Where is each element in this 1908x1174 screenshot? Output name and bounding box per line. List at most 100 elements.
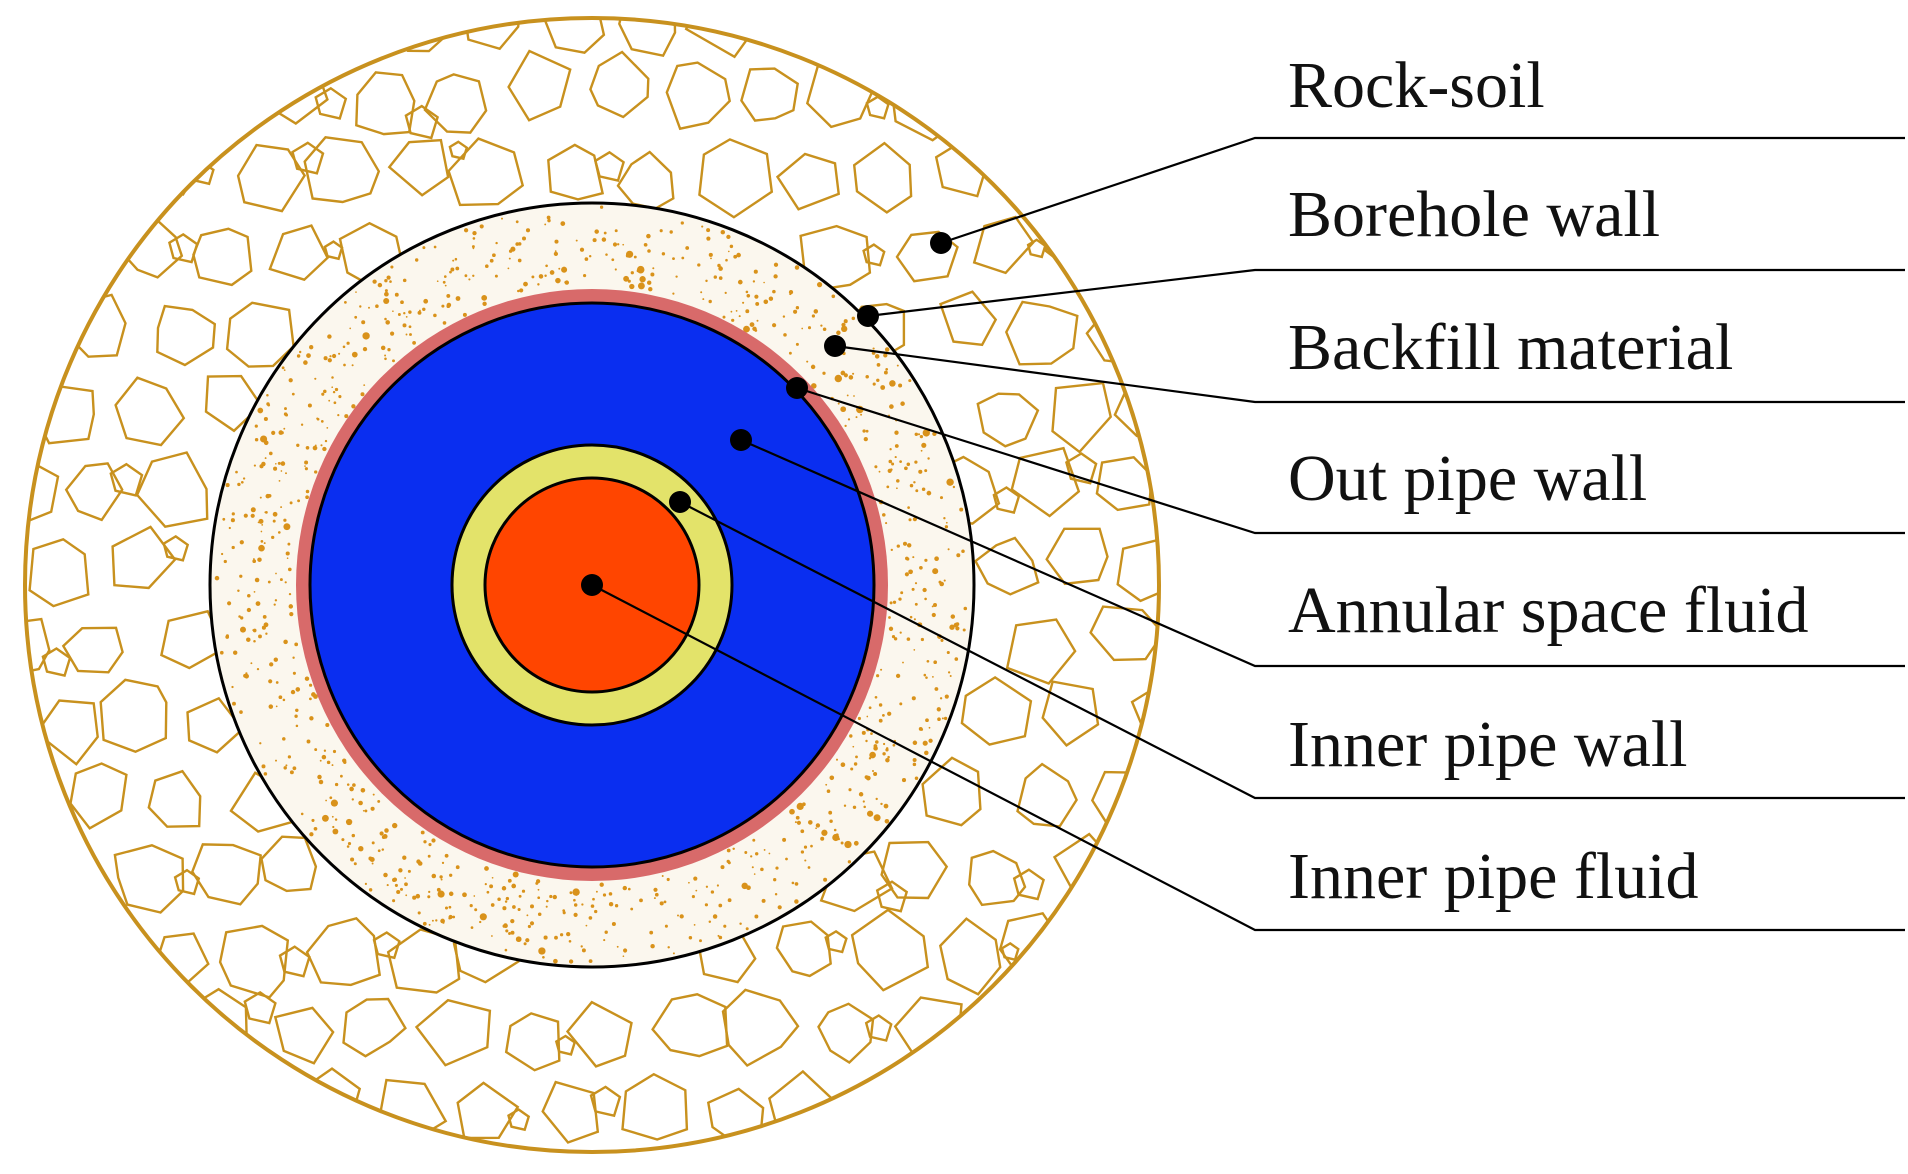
backfill-speckle <box>546 899 549 903</box>
backfill-speckle <box>323 389 327 394</box>
backfill-speckle <box>825 783 828 786</box>
backfill-speckle <box>661 252 666 256</box>
backfill-speckle <box>549 894 553 899</box>
rock-pebble <box>162 534 190 562</box>
backfill-speckle <box>848 788 852 792</box>
rock-pebble <box>168 232 199 264</box>
backfill-speckle <box>934 687 939 691</box>
rock-pebble <box>1182 711 1213 742</box>
rock-pebble <box>243 990 277 1025</box>
rock-stone <box>543 18 606 54</box>
backfill-speckle <box>561 266 568 273</box>
rock-stone <box>99 678 168 753</box>
backfill-speckle <box>744 851 748 854</box>
backfill-speckle <box>253 464 256 467</box>
backfill-speckle <box>921 442 927 448</box>
backfill-speckle <box>701 225 704 228</box>
backfill-speckle <box>708 299 712 304</box>
backfill-speckle <box>590 904 595 908</box>
backfill-speckle <box>865 775 871 781</box>
backfill-speckle <box>669 230 673 234</box>
backfill-speckle <box>394 823 397 826</box>
rock-stone <box>156 304 217 367</box>
rock-pebble <box>824 929 848 954</box>
backfill-speckle <box>439 875 443 879</box>
backfill-speckle <box>924 558 928 562</box>
backfill-speckle <box>515 242 519 246</box>
labels: Rock-soil Borehole wall Backfill materia… <box>1288 49 1809 913</box>
backfill-speckle <box>464 274 468 278</box>
backfill-speckle <box>588 959 593 963</box>
backfill-speckle <box>873 744 878 748</box>
backfill-speckle <box>595 890 598 893</box>
rock-stone <box>447 137 525 207</box>
backfill-speckle <box>898 597 902 601</box>
backfill-speckle <box>695 889 698 892</box>
backfill-speckle <box>239 540 244 545</box>
backfill-speckle <box>883 370 888 375</box>
rock-stone <box>850 908 930 992</box>
backfill-speckle <box>316 417 320 421</box>
backfill-speckle <box>874 354 880 359</box>
backfill-speckle <box>783 333 787 337</box>
backfill-speckle <box>412 895 417 900</box>
backfill-speckle <box>422 246 426 250</box>
backfill-speckle <box>922 740 928 746</box>
backfill-speckle <box>353 862 357 866</box>
backfill-speckle <box>408 325 412 329</box>
backfill-speckle <box>446 293 451 298</box>
backfill-speckle <box>888 459 893 464</box>
backfill-speckle <box>592 238 597 243</box>
backfill-speckle <box>283 766 287 770</box>
backfill-speckle <box>963 606 968 611</box>
backfill-speckle <box>863 436 868 442</box>
backfill-speckle <box>955 622 960 626</box>
backfill-speckle <box>510 246 516 252</box>
backfill-speckle <box>275 759 277 762</box>
backfill-speckle <box>772 323 777 328</box>
backfill-speckle <box>733 254 738 259</box>
backfill-speckle <box>889 448 892 451</box>
backfill-speckle <box>919 434 924 439</box>
rock-stone <box>507 49 572 122</box>
backfill-speckle <box>735 310 738 312</box>
backfill-speckle <box>325 722 330 728</box>
backfill-speckle <box>392 899 396 903</box>
rock-stone <box>1041 680 1100 747</box>
backfill-speckle <box>351 364 354 367</box>
backfill-speckle <box>392 822 398 829</box>
backfill-speckle <box>441 861 445 865</box>
backfill-speckle <box>761 898 766 903</box>
backfill-speckle <box>601 237 607 242</box>
backfill-speckle <box>815 827 817 830</box>
backfill-speckle <box>334 387 339 392</box>
backfill-speckle <box>914 582 918 585</box>
rock-pebble <box>109 462 144 497</box>
backfill-speckle <box>573 912 578 917</box>
backfill-speckle <box>685 246 690 250</box>
backfill-speckle <box>394 292 399 297</box>
backfill-speckle <box>554 239 559 244</box>
backfill-speckle <box>752 838 756 842</box>
backfill-speckle <box>342 758 347 763</box>
rock-stone <box>740 67 800 122</box>
rock-stone <box>817 1002 875 1065</box>
backfill-speckle <box>912 556 915 559</box>
backfill-speckle <box>404 882 408 887</box>
backfill-speckle <box>573 903 578 907</box>
backfill-speckle <box>386 884 389 887</box>
backfill-speckle <box>928 738 933 743</box>
backfill-speckle <box>895 673 901 679</box>
backfill-speckle <box>562 909 566 912</box>
backfill-speckle <box>892 600 897 604</box>
backfill-speckle <box>947 548 950 551</box>
rock-stone <box>589 50 650 119</box>
backfill-speckle <box>490 903 495 907</box>
backfill-speckle <box>292 671 296 675</box>
rock-stone <box>114 376 186 447</box>
backfill-speckle <box>542 955 545 959</box>
leader-line-annular-space-fluid <box>740 438 1905 668</box>
backfill-speckle <box>648 287 653 292</box>
backfill-speckle <box>920 449 923 452</box>
backfill-speckle <box>649 930 654 935</box>
